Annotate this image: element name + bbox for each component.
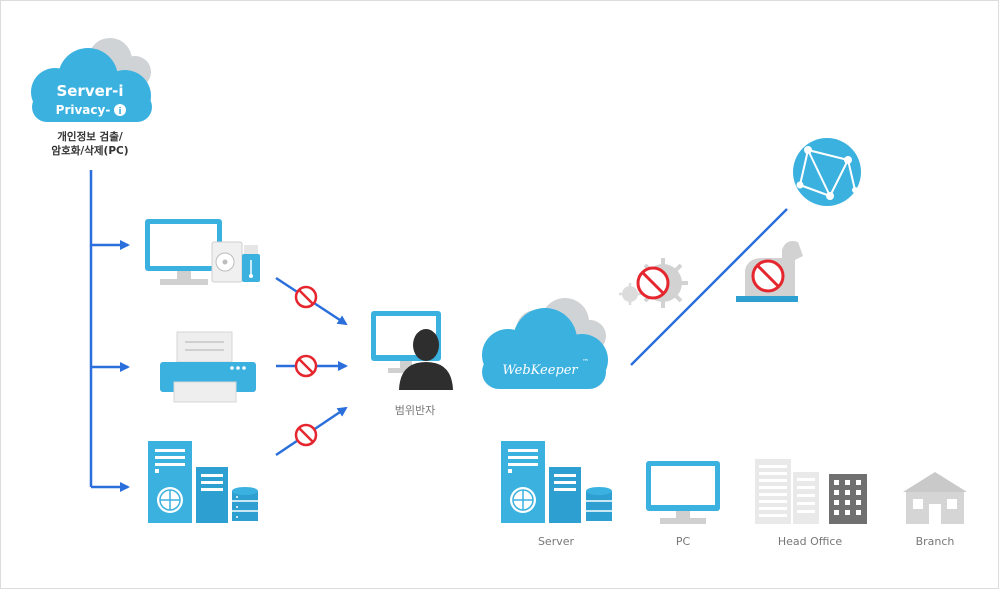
legend-pc-label: PC (675, 535, 691, 548)
server-i-subtitle: Privacy- (56, 103, 111, 117)
info-icon (114, 104, 126, 116)
server-i-desc-line1: 개인정보 검출/ (57, 131, 123, 143)
server-i-desc-line2: 암호화/삭제(PC) (51, 145, 129, 157)
firewall-line (630, 208, 788, 366)
offender-icon (371, 311, 453, 390)
server-group-icon (148, 441, 258, 523)
legend-branch-label: Branch (915, 535, 955, 548)
server-i-description: 개인정보 검출/ 암호화/삭제(PC) (30, 130, 150, 158)
trojan-horse-icon (736, 241, 803, 302)
legend-pc-icon (646, 461, 720, 524)
svg-text:™: ™ (582, 358, 589, 366)
database-icon (232, 487, 258, 521)
internet-globe-icon (793, 138, 861, 206)
legend-head-office-label: Head Office (777, 535, 843, 548)
webkeeper-logo: WebKeeper (502, 363, 578, 378)
printer-icon (160, 331, 256, 403)
server-i-title: Server-i (56, 82, 123, 100)
usb-icon (244, 245, 258, 255)
svg-text:i: i (118, 107, 121, 117)
offender-label: 범위반자 (394, 404, 436, 417)
distribution-tree (89, 170, 130, 492)
virus-icon (619, 258, 688, 308)
legend-server-icon (501, 441, 612, 523)
webkeeper-cloud-icon: WebKeeper ™ (482, 298, 608, 389)
block-icon (294, 285, 318, 447)
legend-branch-icon (903, 472, 967, 524)
legend-head-office-icon (755, 459, 867, 524)
pc-with-storage-icon (145, 219, 260, 285)
server-i-cloud-icon: Server-i Privacy- i (31, 38, 152, 122)
legend-server-label: Server (537, 535, 575, 548)
